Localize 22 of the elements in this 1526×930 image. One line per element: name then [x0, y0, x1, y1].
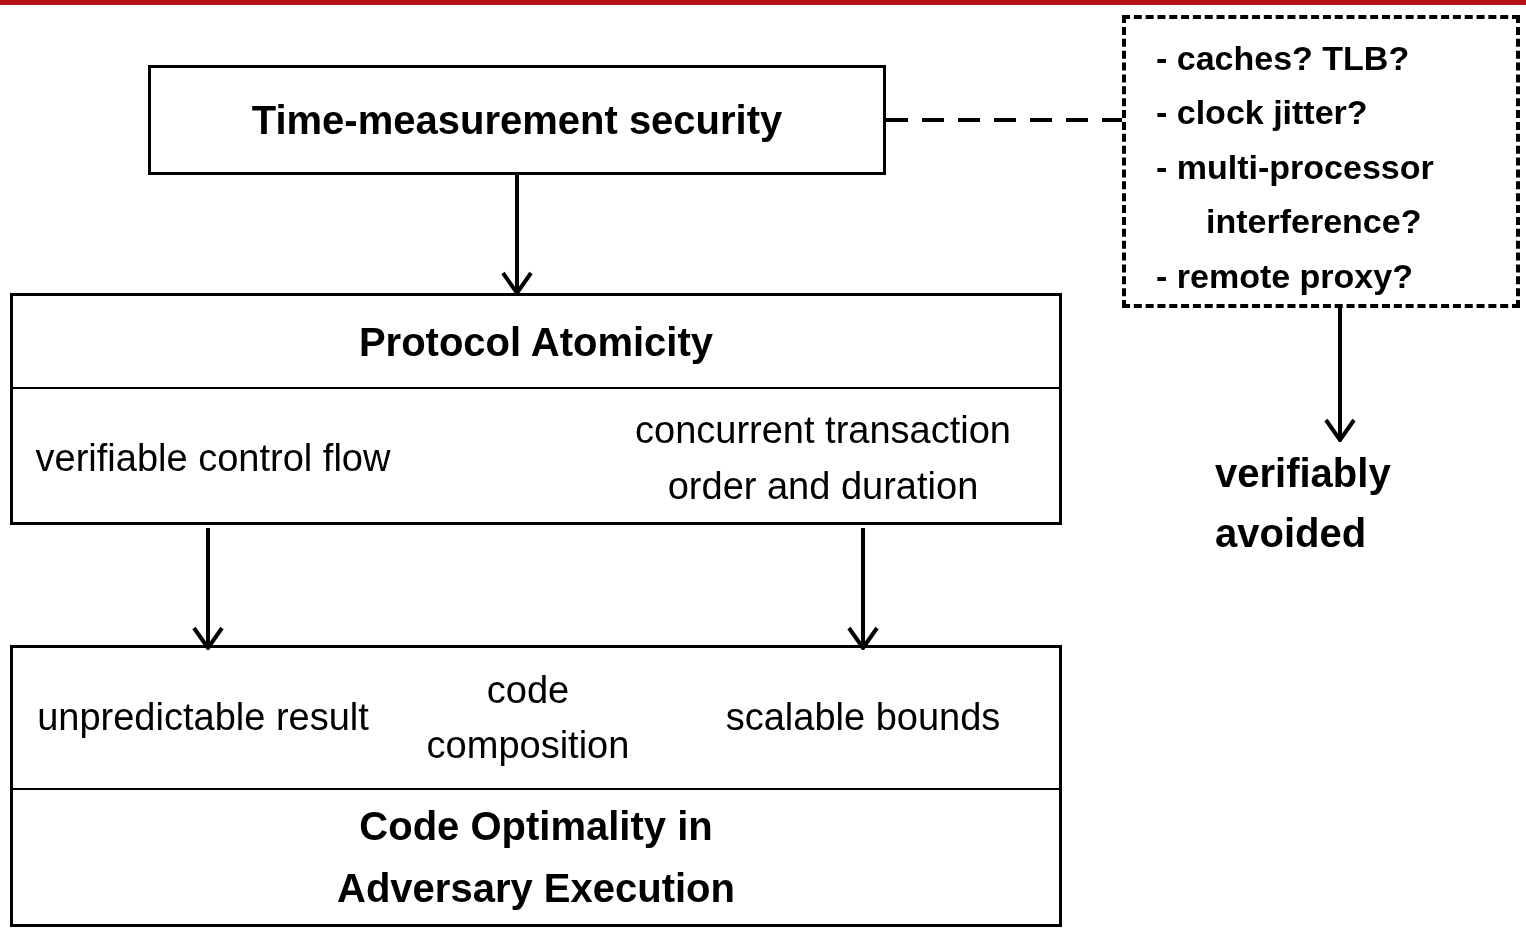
list-item: - clock jitter?: [1156, 92, 1369, 134]
arrow: [192, 528, 224, 650]
arrow: [1324, 308, 1356, 442]
list-item: - caches? TLB?: [1156, 38, 1411, 79]
section-heading: Protocol Atomicity: [13, 296, 1059, 389]
box-title: Time-measurement security: [251, 97, 783, 143]
section-box: [10, 645, 1062, 927]
item-text: scalable bounds: [713, 648, 1013, 788]
process-box: [148, 65, 886, 175]
item-text: concurrent transaction order and duration: [593, 389, 1053, 528]
item-text: unpredictable result: [23, 648, 383, 788]
list-item: - multi-processor interference?: [1156, 146, 1435, 243]
note-box: [1122, 15, 1520, 308]
dashed-line: [886, 118, 1122, 122]
item-text: verifiable control flow: [33, 389, 393, 528]
arrow: [847, 528, 879, 650]
result-text: verifiably avoided: [1215, 440, 1465, 565]
arrow: [501, 175, 533, 295]
item-text: code composition: [393, 648, 663, 788]
section-box: [10, 293, 1062, 525]
list-item: - remote proxy?: [1156, 255, 1414, 297]
section-heading: Code Optimality in Adversary Execution: [13, 788, 1059, 924]
